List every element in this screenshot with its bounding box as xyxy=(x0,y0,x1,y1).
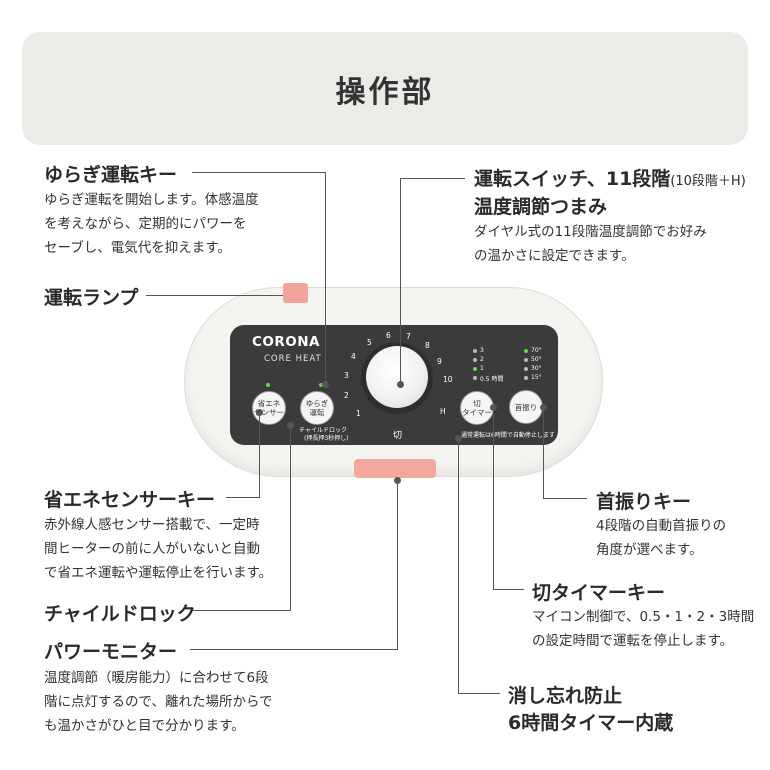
leader-dot xyxy=(455,435,462,442)
leader-line xyxy=(226,497,260,498)
yuragi-key-desc-3: セーブし、電気代を抑えます。 xyxy=(44,240,231,256)
dial-number-h: H xyxy=(440,407,446,416)
swing-level-label: 15° xyxy=(531,374,542,381)
operation-lamp xyxy=(283,283,308,303)
leader-line xyxy=(543,407,544,499)
eco-sensor-key-title: 省エネセンサーキー xyxy=(44,489,216,511)
off-timer-desc-2: の設定時間で運転を停止します。 xyxy=(532,633,734,649)
leader-line xyxy=(192,172,325,173)
leader-line xyxy=(190,649,397,650)
swing-level-label: 30° xyxy=(531,365,542,372)
timer-level-dot xyxy=(473,358,477,362)
off-timer-key-title: 切タイマーキー xyxy=(532,582,666,604)
swing-key-title: 首振りキー xyxy=(596,491,692,513)
leader-line xyxy=(543,498,587,499)
yuragi-key-desc-1: ゆらぎ運転を開始します。体感温度 xyxy=(44,192,259,208)
leader-line xyxy=(193,610,290,611)
yuragi-led xyxy=(319,383,323,387)
yuragi-key-title: ゆらぎ運転キー xyxy=(44,164,178,186)
child-lock-note-sub: (押長押3秒押し) xyxy=(304,435,349,442)
leader-dot xyxy=(322,381,329,388)
leader-dot xyxy=(394,477,401,484)
eco-sensor-desc-1: 赤外線人感センサー搭載で、一定時 xyxy=(44,517,260,533)
leader-dot xyxy=(256,409,263,416)
swing-level-dot xyxy=(524,358,528,362)
leader-dot xyxy=(287,422,294,429)
yuragi-key-desc-2: を考えながら、定期的にパワーを xyxy=(44,216,247,232)
swing-level-label: 70° xyxy=(531,347,542,354)
dial-number-7: 7 xyxy=(406,332,411,341)
eco-sensor-button[interactable]: 省エネ センサー xyxy=(252,391,286,425)
swing-key-desc-1: 4段階の自動首振りの xyxy=(596,518,727,534)
operation-lamp-title: 運転ランプ xyxy=(44,287,139,309)
timer-level-dot xyxy=(473,376,477,380)
switch-dial-title: 運転スイッチ、11段階(10段階＋H) xyxy=(474,164,746,191)
temperature-dial-title: 温度調節つまみ xyxy=(474,196,608,218)
dial-number-8: 8 xyxy=(425,341,430,350)
child-lock-note: チャイルドロック xyxy=(299,427,347,434)
swing-key-desc-2: 角度が選べます。 xyxy=(596,542,703,558)
leader-line xyxy=(397,480,398,650)
swing-level-dot-active xyxy=(524,349,528,353)
leader-line xyxy=(458,693,500,694)
eco-sensor-desc-3: で省エネ運転や運転停止を行います。 xyxy=(44,565,273,581)
power-monitor-desc-1: 温度調節（暖房能力）に合わせて6段 xyxy=(44,670,269,686)
swing-level-dot xyxy=(524,367,528,371)
timer-level-label: 3 xyxy=(480,347,484,354)
timer-level-label: 2 xyxy=(480,356,484,363)
leader-dot xyxy=(397,381,404,388)
swing-level-dot xyxy=(524,376,528,380)
timer-level-dot-active xyxy=(473,367,477,371)
temperature-dial[interactable] xyxy=(366,346,428,408)
yuragi-button[interactable]: ゆらぎ 運転 xyxy=(300,391,334,425)
auto-stop-note: 通常運転は6時間で自動停止します xyxy=(461,432,555,439)
leader-line xyxy=(259,412,260,498)
power-monitor-desc-3: も温かさがひと目で分かります。 xyxy=(44,718,245,734)
timer-level-label: 1 xyxy=(480,365,484,372)
power-monitor-title: パワーモニター xyxy=(44,641,178,663)
off-timer-button[interactable]: 切 タイマー xyxy=(460,391,494,425)
switch-dial-desc-2: の温かさに設定できます。 xyxy=(474,248,635,264)
leader-line xyxy=(400,178,465,179)
eco-led xyxy=(266,383,270,387)
six-hour-timer-title: 6時間タイマー内蔵 xyxy=(508,712,674,734)
leader-line xyxy=(325,172,326,384)
dial-off-label: 切 xyxy=(393,431,403,441)
leader-dot xyxy=(490,404,497,411)
header-bar: 操作部 xyxy=(22,32,748,145)
leader-line xyxy=(146,295,283,296)
leader-line xyxy=(290,425,291,611)
switch-dial-title-note: (10段階＋H) xyxy=(670,174,746,189)
forget-prevention-title: 消し忘れ防止 xyxy=(508,685,623,707)
dial-number-6: 6 xyxy=(386,331,391,340)
off-timer-desc-1: マイコン制御で、0.5・1・2・3時間 xyxy=(532,609,755,625)
child-lock-title: チャイルドロック xyxy=(44,603,196,625)
timer-level-label: 0.5 時間 xyxy=(480,376,504,383)
leader-line xyxy=(458,438,459,694)
leader-line xyxy=(493,589,524,590)
dial-number-9: 9 xyxy=(437,357,442,366)
page-title: 操作部 xyxy=(335,74,435,110)
switch-dial-title-main: 運転スイッチ、11段階 xyxy=(474,168,671,190)
power-monitor-desc-2: 階に点灯するので、離れた場所からで xyxy=(44,694,273,710)
swing-level-label: 50° xyxy=(531,356,542,363)
dial-number-2: 2 xyxy=(344,391,349,400)
brand-logo: CORONA xyxy=(252,334,321,350)
leader-line xyxy=(400,178,401,384)
dial-number-1: 1 xyxy=(356,409,361,418)
dial-number-5: 5 xyxy=(367,338,372,347)
dial-number-4: 4 xyxy=(351,352,356,361)
switch-dial-desc-1: ダイヤル式の11段階温度調節でお好み xyxy=(474,224,707,240)
dial-number-10: 10 xyxy=(443,375,453,384)
power-monitor-lamp xyxy=(354,459,436,478)
leader-line xyxy=(493,407,494,590)
swing-button[interactable]: 首振り xyxy=(509,390,543,424)
timer-level-dot xyxy=(473,349,477,353)
eco-sensor-desc-2: 間ヒーターの前に人がいないと自動 xyxy=(44,541,260,557)
model-name: CORE HEAT xyxy=(264,354,322,364)
dial-number-3: 3 xyxy=(344,371,349,380)
leader-dot xyxy=(540,404,547,411)
